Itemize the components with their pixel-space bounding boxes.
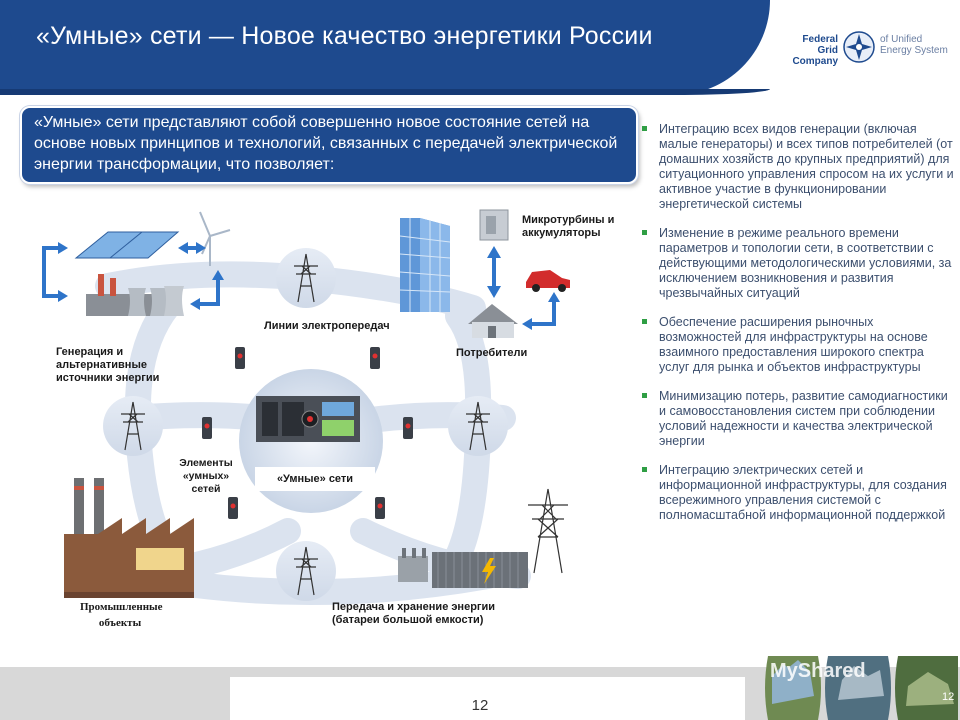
battery-storage-icon: [432, 552, 528, 588]
tower-nodes: [103, 248, 508, 601]
list-item: Интеграцию всех видов генерации (включая…: [640, 122, 955, 212]
footer-panel: [230, 677, 745, 720]
industrial-label: Промышленные объекты: [80, 601, 163, 629]
company-logo: Federal Grid Company of Unified Energy S…: [770, 30, 960, 70]
diagram-graphics: [42, 209, 570, 605]
list-item: Минимизацию потерь, развитие самодиагнос…: [640, 389, 955, 449]
list-item: Интеграцию электрических сетей и информа…: [640, 463, 955, 523]
electric-car-icon: [526, 270, 570, 292]
arrow-heads-left: [58, 242, 224, 310]
logo-text-right: of Unified Energy System: [880, 34, 948, 56]
header-band: [0, 0, 770, 95]
bullet-square-icon: [642, 126, 647, 131]
generation-label: Генерация и альтернативные источники эне…: [56, 346, 160, 384]
factory-icon: [64, 478, 194, 598]
microturbine-arrow: [487, 246, 501, 298]
power-plant-icon: [86, 274, 184, 316]
list-item: Изменение в режиме реального времени пар…: [640, 226, 955, 301]
page-number: 12: [471, 697, 489, 714]
slide-header: «Умные» сети — Новое качество энергетики…: [0, 0, 960, 95]
logo-text-left: Federal Grid Company: [792, 34, 838, 67]
wind-turbine-icon: [199, 211, 231, 266]
control-panel-icon: [256, 396, 360, 442]
office-building-icon: [399, 218, 451, 312]
consumer-arrow: [522, 292, 560, 330]
bullet-square-icon: [642, 230, 647, 235]
power-lines-label: Линии электропередач: [264, 320, 390, 332]
bullet-square-icon: [642, 467, 647, 472]
consumers-label: Потребители: [456, 347, 528, 359]
transmission-label: Передача и хранение энергии (батареи бол…: [332, 601, 496, 626]
solar-panel-icon: [74, 231, 180, 259]
fgc-logo-icon: [843, 31, 875, 63]
transformer-icon: [398, 548, 428, 582]
benefits-list: Интеграцию всех видов генерации (включая…: [640, 122, 955, 537]
bullet-square-icon: [642, 393, 647, 398]
microturbines-label: Микротурбины и аккумуляторы: [522, 214, 615, 239]
slide-title: «Умные» сети — Новое качество энергетики…: [36, 22, 653, 50]
list-item: Обеспечение расширения рыночных возможно…: [640, 315, 955, 375]
intro-callout: «Умные» сети представляют собой совершен…: [20, 106, 638, 184]
bullet-square-icon: [642, 319, 647, 324]
microturbine-icon: [479, 209, 509, 241]
tower-icons: [121, 253, 568, 596]
watermark-text: MyShared: [770, 660, 866, 682]
thumb-page-number: 12: [942, 691, 954, 703]
footer-photo-thumbnails: 12: [765, 656, 958, 720]
smart-elements-label: Элементы «умных» сетей: [179, 457, 233, 495]
house-icon: [468, 304, 518, 338]
smart-grid-diagram: Микротурбины и аккумуляторы Линии электр…: [18, 196, 630, 638]
smart-grids-label: «Умные» сети: [255, 467, 375, 491]
smart-meter-icons: [202, 347, 413, 519]
